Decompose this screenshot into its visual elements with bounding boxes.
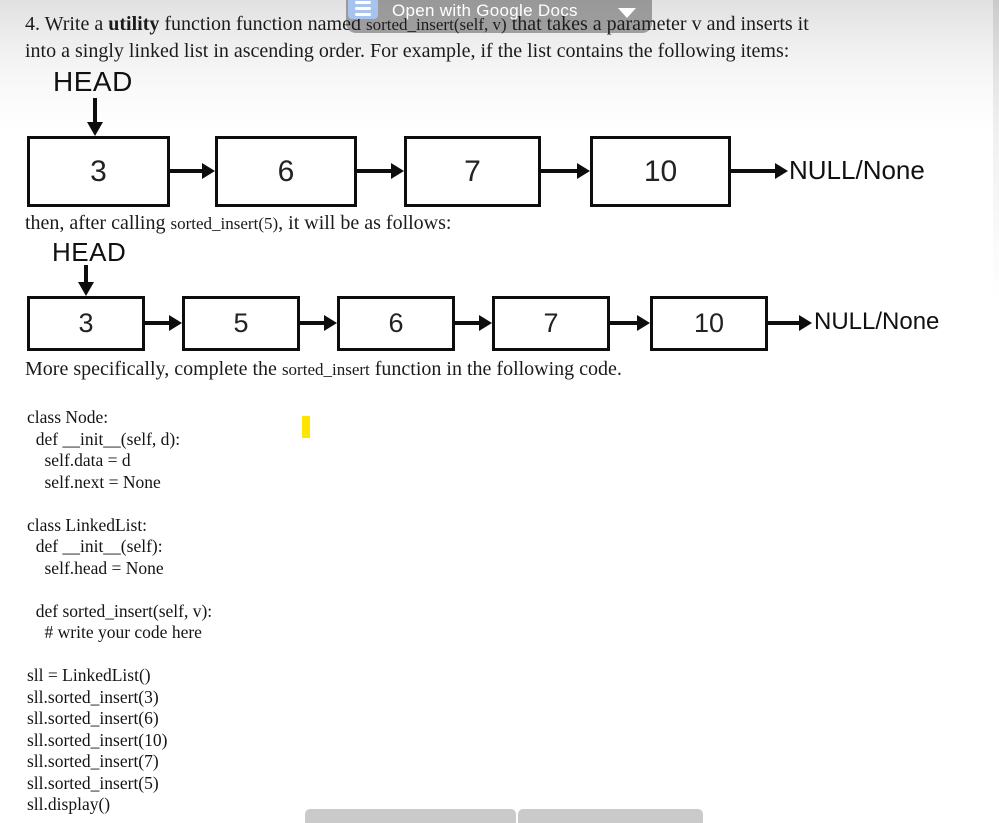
list-node: 10	[650, 296, 768, 351]
problem-text-bold: utility	[108, 13, 160, 35]
list-node: 6	[215, 136, 357, 207]
next-pointer-arrow	[145, 321, 169, 325]
head-pointer-label: HEAD	[52, 237, 127, 267]
problem-text-middle: function function named	[159, 13, 366, 35]
menu-button[interactable]	[348, 0, 378, 19]
head-down-arrow	[93, 98, 97, 123]
head-pointer-label: HEAD	[53, 66, 133, 97]
next-pointer-arrow	[610, 321, 637, 325]
next-pointer-arrow	[455, 321, 479, 325]
problem-text-line2: into a singly linked list in ascending o…	[25, 40, 790, 62]
bottom-toolbar	[305, 809, 703, 823]
node-value: 5	[233, 308, 249, 338]
code-block: class Node: def __init__(self, d): self.…	[27, 407, 213, 814]
next-pointer-arrow	[357, 169, 391, 173]
null-terminator-label: NULL/None	[814, 308, 940, 335]
list-node: 7	[492, 296, 610, 351]
node-value: 7	[464, 154, 481, 188]
next-pointer-arrow	[300, 321, 324, 325]
open-with-google-docs-label[interactable]: Open with Google Docs	[392, 1, 578, 20]
node-value: 10	[643, 154, 678, 188]
open-with-google-docs-bar[interactable]: Open with Google Docs	[346, 0, 652, 33]
list-node: 3	[27, 136, 170, 207]
problem-inline-code: sorted_insert(self, v)	[366, 15, 507, 34]
next-pointer-arrow	[541, 169, 577, 173]
list-node: 5	[182, 296, 300, 351]
node-value: 6	[388, 308, 404, 338]
transition-suffix: , it will be as follows:	[278, 212, 452, 234]
text-cursor-highlight	[302, 416, 310, 438]
transition-inline-code: sorted_insert(5)	[170, 214, 279, 233]
more-prefix: More specifically, complete the	[25, 358, 282, 380]
node-value: 7	[543, 308, 559, 338]
list-node: 7	[404, 136, 541, 207]
more-specifically-sentence: More specifically, complete the sorted_i…	[25, 356, 622, 383]
node-value: 6	[277, 154, 295, 188]
next-pointer-arrow	[170, 169, 202, 173]
next-pointer-arrow	[768, 321, 799, 325]
list-node: 3	[27, 296, 145, 351]
list-node: 6	[337, 296, 455, 351]
transition-prefix: then, after calling	[25, 212, 171, 234]
problem-text-prefix: 4. Write a	[25, 13, 109, 35]
more-inline-code: sorted_insert	[281, 360, 370, 379]
more-suffix: function in the following code.	[369, 358, 622, 380]
page-edge-shadow	[993, 0, 999, 300]
list-node: 10	[590, 136, 731, 207]
null-terminator-label: NULL/None	[789, 155, 925, 185]
bottom-toolbar-right-button[interactable]	[518, 809, 703, 823]
problem-statement: 4. Write a utility function function nam…	[25, 11, 993, 65]
head-down-arrow	[84, 265, 88, 283]
node-value: 10	[693, 308, 725, 338]
bottom-toolbar-left-button[interactable]	[305, 809, 516, 823]
node-value: 3	[78, 308, 94, 338]
node-value: 3	[90, 154, 107, 188]
problem-text-tail: that takes a parameter v and inserts it	[506, 13, 809, 35]
caret-down-icon[interactable]	[618, 8, 636, 18]
transition-sentence: then, after calling sorted_insert(5), it…	[25, 210, 451, 237]
next-pointer-arrow	[731, 169, 775, 173]
